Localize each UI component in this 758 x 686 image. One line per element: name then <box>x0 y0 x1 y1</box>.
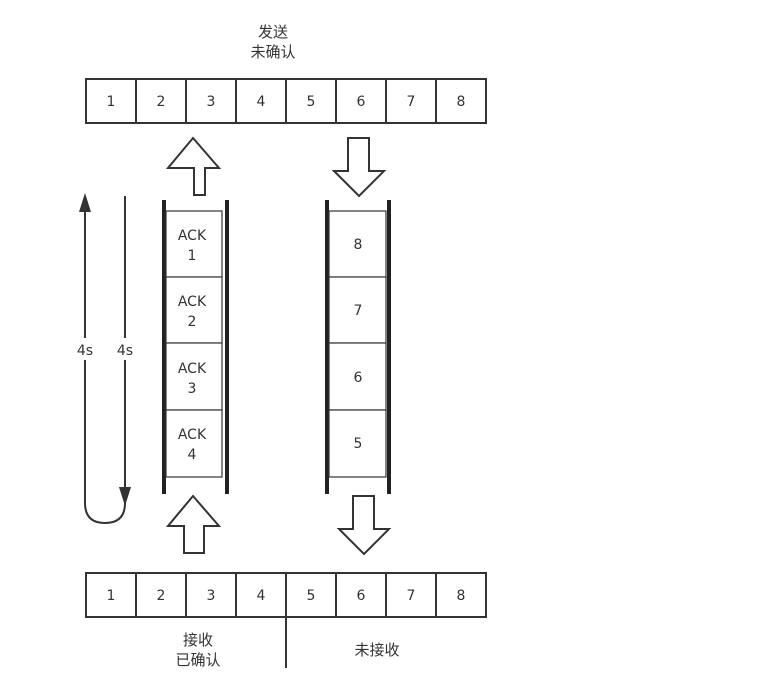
svg-text:8: 8 <box>457 588 466 604</box>
svg-text:4: 4 <box>257 94 266 110</box>
svg-text:3: 3 <box>188 381 197 397</box>
sender-caption-line1: 发送 <box>258 23 288 41</box>
receiver-cell-2: 2 <box>135 572 187 618</box>
receiver-cell-6: 6 <box>335 572 387 618</box>
receiver-cell-3: 3 <box>185 572 237 618</box>
svg-text:ACK: ACK <box>178 294 207 310</box>
svg-text:2: 2 <box>157 588 166 604</box>
svg-text:5: 5 <box>307 588 316 604</box>
svg-text:8: 8 <box>354 237 363 253</box>
svg-text:1: 1 <box>188 248 197 264</box>
receiver-cell-4: 4 <box>235 572 287 618</box>
timer-left-label: 4s <box>77 343 93 359</box>
sender-window: 1 2 3 4 5 6 7 8 <box>85 78 487 124</box>
ack-channel: ACK 1 ACK 2 ACK 3 ACK 4 <box>162 200 229 494</box>
svg-text:6: 6 <box>357 94 366 110</box>
ack-slot-1: ACK 1 <box>165 210 223 278</box>
sender-cell-2: 2 <box>135 78 187 124</box>
sender-caption-line2: 未确认 <box>250 43 295 61</box>
data-channel: 8 7 6 5 <box>325 200 391 494</box>
sender-cell-5: 5 <box>285 78 337 124</box>
receiver-cell-7: 7 <box>385 572 437 618</box>
svg-text:ACK: ACK <box>178 361 207 377</box>
receiver-acked-caption-line2: 已确认 <box>175 651 220 669</box>
svg-text:6: 6 <box>354 370 363 386</box>
sender-cell-4: 4 <box>235 78 287 124</box>
timer-return-curve <box>84 502 126 525</box>
sender-cell-1: 1 <box>85 78 137 124</box>
sender-cell-8: 8 <box>435 78 487 124</box>
ack-source-up-arrow-icon <box>165 494 222 554</box>
receiver-window: 1 2 3 4 5 6 7 8 <box>85 572 487 618</box>
svg-text:4: 4 <box>188 447 197 463</box>
svg-text:3: 3 <box>207 94 216 110</box>
ack-slot-2: ACK 2 <box>165 276 223 344</box>
svg-text:4: 4 <box>257 588 266 604</box>
receiver-cell-5: 5 <box>285 572 337 618</box>
ack-slot-3: ACK 3 <box>165 342 223 411</box>
timer-loop: 4s 4s <box>73 193 137 525</box>
svg-text:2: 2 <box>188 314 197 330</box>
svg-text:1: 1 <box>107 94 116 110</box>
svg-text:7: 7 <box>354 303 363 319</box>
receiver-cell-1: 1 <box>85 572 137 618</box>
svg-text:1: 1 <box>107 588 116 604</box>
timer-down-arrowhead-icon <box>119 487 131 506</box>
receiver-acked-caption-line1: 接收 <box>183 631 213 649</box>
svg-text:7: 7 <box>407 588 416 604</box>
svg-text:2: 2 <box>157 94 166 110</box>
svg-text:5: 5 <box>307 94 316 110</box>
data-down-arrow-icon <box>331 137 387 198</box>
svg-text:ACK: ACK <box>178 427 207 443</box>
svg-text:6: 6 <box>357 588 366 604</box>
sender-cell-7: 7 <box>385 78 437 124</box>
svg-text:5: 5 <box>354 436 363 452</box>
data-slot-1: 8 <box>328 210 387 278</box>
timer-right-label: 4s <box>117 343 133 359</box>
data-sink-down-arrow-icon <box>336 495 392 556</box>
ack-slot-4: ACK 4 <box>165 409 223 478</box>
svg-text:8: 8 <box>457 94 466 110</box>
timer-up-arrowhead-icon <box>79 193 91 212</box>
ack-up-arrow-icon <box>165 136 222 196</box>
svg-text:ACK: ACK <box>178 228 207 244</box>
svg-text:7: 7 <box>407 94 416 110</box>
svg-text:3: 3 <box>207 588 216 604</box>
data-slot-3: 6 <box>328 342 387 411</box>
receiver-cell-8: 8 <box>435 572 487 618</box>
data-slot-4: 5 <box>328 409 387 478</box>
sender-cell-3: 3 <box>185 78 237 124</box>
sender-cell-6: 6 <box>335 78 387 124</box>
receiver-unreceived-caption: 未接收 <box>354 641 399 659</box>
data-slot-2: 7 <box>328 276 387 344</box>
